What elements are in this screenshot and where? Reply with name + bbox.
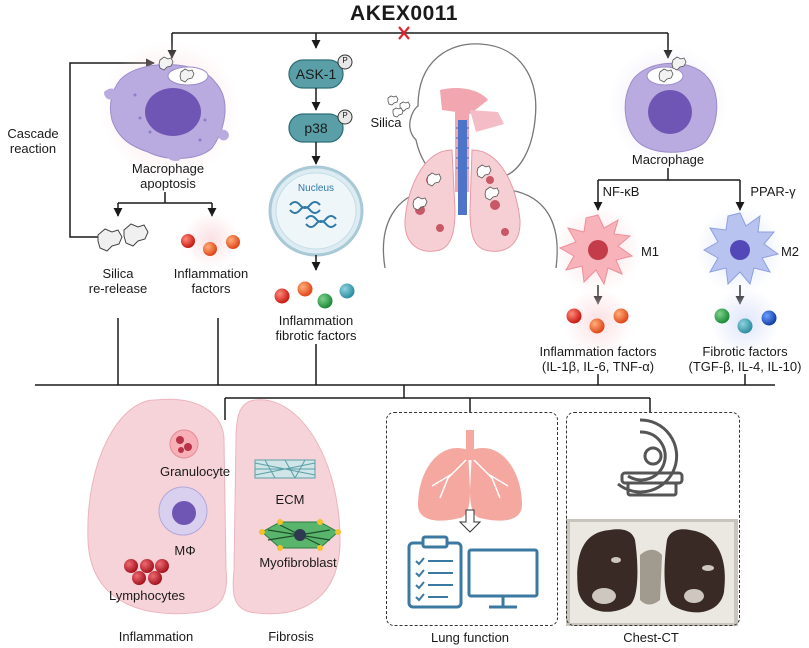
macrophage-label: Macrophage [631,152,705,167]
m1-label: M1 [640,244,660,259]
ct-scanner-icon [617,418,684,497]
clipboard-icon [407,535,463,609]
m2-label: M2 [780,244,800,259]
m2-factors-label: Fibrotic factors(TGF-β, IL-4, IL-10) [688,344,802,374]
ecm-label: ECM [275,492,305,507]
fibrosis-lung [232,399,341,615]
ask1-label: ASK-1 [295,66,337,82]
convergence-lines [35,318,775,420]
cascade-loop [69,58,155,238]
diagram-title: AKEX0011 [350,2,458,25]
m1-macrophage-icon [554,206,642,294]
silica-label: Silica [370,115,402,130]
lung-function-panel [386,412,558,626]
m2-factors-icon [711,288,779,356]
chest-ct-panel [566,412,740,626]
lymphocytes-icon [124,559,169,585]
granulocyte-label: Granulocyte [159,464,231,479]
m1-factors-label: Inflammation factors(IL-1β, IL-6, TNF-α) [539,344,657,374]
ppar-label: PPAR-γ [750,184,796,199]
macrophage-symbol-label: MΦ [174,543,196,558]
granulocyte-icon [169,429,199,459]
inflammation-label: Inflammation [118,629,194,644]
silica-particles-icon [97,223,149,252]
lung-function-label: Lung function [430,630,510,645]
m1-factors-icon [564,288,632,356]
nucleus-icon [268,165,364,257]
monitor-icon [467,548,539,609]
myofibroblast-label: Myofibroblast [259,555,337,570]
human-lungs-illustration [382,43,558,269]
left-fork [113,192,217,217]
nucleus-label: Nucleus [297,183,335,194]
p38-phospho-label: P [342,111,348,120]
fibrosis-label: Fibrosis [268,629,314,644]
ecm-icon [254,459,316,479]
nfkb-label: NF-κB [602,184,640,199]
top-bracket [167,32,673,59]
lymphocytes-label: Lymphocytes [108,588,186,603]
lung-function-lungs-icon [418,430,522,521]
myofibroblast-icon [259,519,341,551]
apoptotic-macrophage-icon [100,40,240,180]
macrophage-icon [608,45,728,165]
p38-label: p38 [304,120,328,136]
chest-ct-label: Chest-CT [623,630,679,645]
m2-macrophage-icon [696,206,784,294]
inflammation-factors-icon [181,212,240,268]
down-arrow-icon [458,509,482,533]
inhibit-icon [398,26,410,40]
chest-ct-image [566,519,738,626]
macrophage-small-icon [158,486,208,536]
inflammation-fibrotic-factors-icon [274,281,355,309]
pathway [288,54,353,165]
ask1-phospho-label: P [342,56,348,65]
